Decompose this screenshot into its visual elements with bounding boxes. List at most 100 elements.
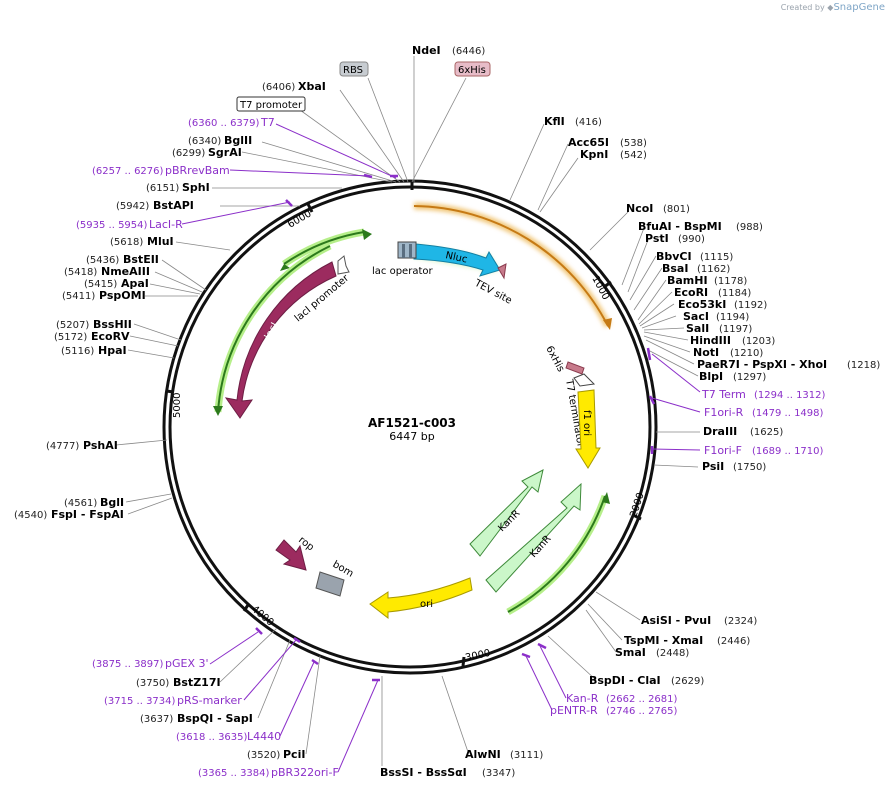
site-nmeaiii: NmeAIII (101, 265, 150, 278)
svg-text:(5415): (5415) (84, 279, 117, 290)
rbs-box: RBS (339, 61, 369, 77)
primer-leader-lines (181, 123, 701, 773)
tick-3000: 3000 (464, 648, 491, 664)
svg-text:(1184): (1184) (718, 288, 751, 299)
svg-text:(3520): (3520) (247, 750, 280, 761)
his-box-label: 6xHis (458, 65, 486, 76)
svg-text:(2746 .. 2765): (2746 .. 2765) (606, 706, 678, 717)
site-sphi: SphI (182, 181, 210, 194)
primer-f1ori-r: F1ori-R (704, 406, 744, 419)
svg-text:(1479 .. 1498): (1479 .. 1498) (752, 408, 824, 419)
lac-operator-label: lac operator (372, 266, 433, 277)
f1-ori-label: f1 ori (581, 410, 592, 436)
svg-text:(5935 .. 5954): (5935 .. 5954) (76, 220, 148, 231)
laci-promoter-arrow (337, 255, 350, 275)
site-paer7i: PaeR7I - PspXI - XhoI (697, 358, 827, 371)
t7-terminator-feature (573, 373, 596, 387)
primer-laci-r: LacI-R (149, 218, 183, 231)
svg-text:(3875 .. 3897): (3875 .. 3897) (92, 659, 164, 670)
site-saci: SacI (683, 310, 709, 323)
rbs-label: RBS (343, 65, 363, 76)
site-hpai: HpaI (98, 344, 127, 357)
svg-text:(6299): (6299) (172, 148, 205, 159)
t7-promoter-label: T7 promoter (239, 100, 303, 111)
site-bamhi: BamHI (667, 274, 708, 287)
snapgene-credit: Created by ◆SnapGene (780, 2, 885, 13)
svg-text:(6406): (6406) (262, 82, 295, 93)
site-bsai: BsaI (662, 262, 688, 275)
tev-site-label: TEV site (472, 277, 514, 306)
site-bfuai: BfuAI - BspMI (638, 220, 722, 233)
site-bsteii: BstEII (123, 253, 159, 266)
svg-text:(3618 .. 3635): (3618 .. 3635) (176, 732, 248, 743)
svg-text:(3111): (3111) (510, 750, 543, 761)
svg-text:(1162): (1162) (697, 264, 730, 275)
svg-text:(990): (990) (678, 234, 705, 245)
site-pshai: PshAI (83, 439, 118, 452)
svg-text:(3715 .. 3734): (3715 .. 3734) (104, 696, 176, 707)
svg-text:(3637): (3637) (140, 714, 173, 725)
svg-text:(1210): (1210) (730, 348, 763, 359)
inner-his-feature (565, 361, 585, 375)
site-draiii: DraIII (703, 425, 737, 438)
svg-text:(6257 .. 6276): (6257 .. 6276) (92, 166, 164, 177)
site-xbai: XbaI (298, 80, 326, 93)
svg-text:(5207): (5207) (56, 320, 89, 331)
primer-labels: (6360 .. 6379) T7 (6257 .. 6276) pBRrevB… (76, 116, 826, 779)
lac-operator-feature (397, 241, 417, 259)
svg-text:(1218): (1218) (847, 360, 880, 371)
site-pcii: PciI (283, 748, 305, 761)
orf-green-arcs (213, 228, 610, 616)
svg-text:(6151): (6151) (146, 183, 179, 194)
site-sali: SalI (686, 322, 709, 335)
svg-text:(1294 .. 1312): (1294 .. 1312) (754, 390, 826, 401)
site-tspmi: TspMI - XmaI (624, 634, 703, 647)
svg-text:(4561): (4561) (64, 498, 97, 509)
site-noti: NotI (693, 346, 719, 359)
svg-text:(988): (988) (736, 222, 763, 233)
svg-text:(6340): (6340) (188, 136, 221, 147)
svg-text:(3347): (3347) (482, 768, 515, 779)
site-bsssi: BssSI - BssSαI (380, 766, 467, 779)
site-blpi: BlpI (699, 370, 723, 383)
svg-text:(3365 .. 3384): (3365 .. 3384) (198, 768, 270, 779)
svg-text:(1625): (1625) (750, 427, 783, 438)
svg-text:(1178): (1178) (714, 276, 747, 287)
svg-text:(5618): (5618) (110, 237, 143, 248)
orf-orange-arc (413, 202, 612, 330)
site-hindiii: HindIII (690, 334, 731, 347)
site-kpni: KpnI (580, 148, 608, 161)
primer-prs-marker: pRS-marker (177, 694, 242, 707)
his-box: 6xHis (454, 61, 491, 77)
svg-text:(4540): (4540) (14, 510, 47, 521)
site-bsshii: BssHII (93, 318, 132, 331)
svg-text:(2629): (2629) (671, 676, 704, 687)
svg-text:(538): (538) (620, 138, 647, 149)
tev-site-feature (497, 263, 507, 280)
kanr-feature-2: KanR (485, 482, 582, 593)
plasmid-backbone (162, 179, 658, 675)
svg-text:(1194): (1194) (716, 312, 749, 323)
svg-text:(5411): (5411) (62, 291, 95, 302)
plasmid-length: 6447 bp (389, 430, 434, 443)
primer-f1ori-f: F1ori-F (704, 444, 742, 457)
site-kfli: KflI (544, 115, 565, 128)
svg-text:(3750): (3750) (136, 678, 169, 689)
svg-text:(1750): (1750) (733, 462, 766, 473)
svg-text:(1115): (1115) (700, 252, 733, 263)
svg-text:(542): (542) (620, 150, 647, 161)
site-smai: SmaI (615, 646, 646, 659)
primer-marks (255, 173, 656, 682)
site-psti: PstI (645, 232, 669, 245)
site-fspi: FspI - FspAI (51, 508, 124, 521)
site-apai: ApaI (121, 277, 149, 290)
primer-l4440: L4440 (247, 730, 281, 743)
kanr-1-label: KanR (496, 508, 522, 534)
inner-his-label: 6xHis (543, 344, 566, 374)
primer-t7: T7 (260, 116, 275, 129)
snapgene-logo-icon: ◆ (827, 3, 834, 12)
site-labels: NdeI (6446) (6406) XbaI (6340) BglII (62… (14, 44, 880, 779)
site-psii: PsiI (702, 460, 724, 473)
bom-feature (315, 571, 345, 597)
